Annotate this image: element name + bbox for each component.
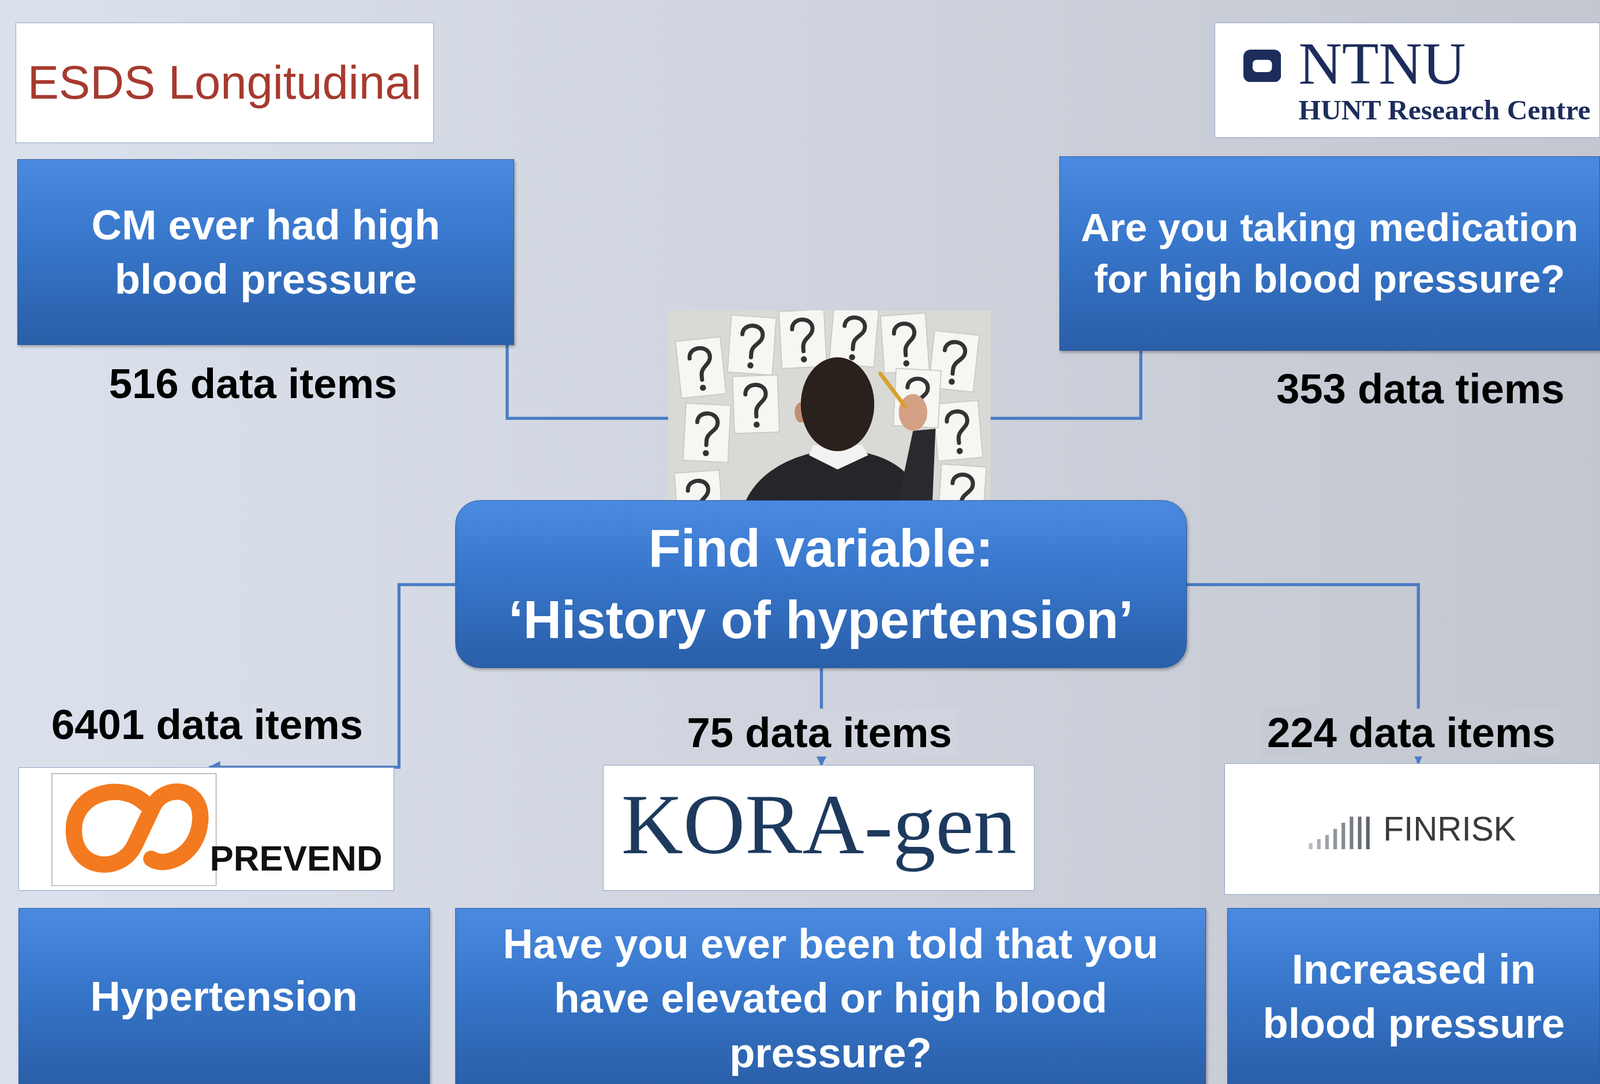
count-label: 353 data tiems xyxy=(1276,364,1565,413)
question-box: CM ever had high blood pressure xyxy=(17,159,515,346)
finrisk-logo-mark xyxy=(1308,843,1313,850)
question-paper xyxy=(683,402,732,463)
question-paper xyxy=(745,384,767,417)
answer-box: Hypertension xyxy=(18,908,430,1084)
question-paper xyxy=(696,412,719,446)
count-label: 6401 data items xyxy=(51,700,363,749)
thinking-man xyxy=(898,394,928,432)
box-text: Have you ever been told that you have el… xyxy=(471,916,1190,1081)
finrisk-logo-mark xyxy=(1306,814,1379,850)
logo-box: ESDS Longitudinal xyxy=(15,22,434,144)
question-paper xyxy=(946,410,970,444)
finrisk-logo-mark xyxy=(1324,835,1329,850)
target-variable-box: Find variable:‘History of hypertension’ xyxy=(455,500,1187,669)
thinking-man xyxy=(880,373,905,407)
logo-text: KORA-gen xyxy=(621,777,1017,872)
question-paper xyxy=(778,310,827,369)
logo-text: FINRISK xyxy=(1383,810,1516,848)
finrisk-logo-mark xyxy=(1349,817,1354,850)
question-paper xyxy=(727,315,777,376)
box-text: ‘History of hypertension’ xyxy=(508,583,1134,656)
question-paper xyxy=(800,356,808,363)
question-paper xyxy=(880,312,930,373)
thinking-man xyxy=(800,357,875,452)
question-paper xyxy=(699,384,707,392)
question-paper xyxy=(688,346,713,381)
question-box: Have you ever been told that you have el… xyxy=(455,908,1207,1084)
ntnu-logo-mark xyxy=(1252,60,1273,73)
count-label: 516 data items xyxy=(109,359,398,408)
question-paper xyxy=(948,377,956,385)
question-paper xyxy=(848,353,856,361)
box-text: Are you taking medication for high blood… xyxy=(1069,201,1590,306)
prevend-logo-mark xyxy=(73,791,201,865)
question-paper xyxy=(956,447,964,455)
logo-text: ESDS Longitudinal xyxy=(27,55,422,110)
finrisk-logo-mark xyxy=(1341,822,1345,850)
finrisk-logo-mark xyxy=(1316,839,1321,850)
logo-box: KORA-gen xyxy=(602,765,1035,891)
question-paper xyxy=(933,400,984,462)
logo-text: HUNT Research Centre xyxy=(1298,94,1591,127)
box-text: Increased in blood pressure xyxy=(1244,942,1584,1052)
box-text: Hypertension xyxy=(90,969,358,1024)
logo-box: FINRISK xyxy=(1224,763,1600,895)
question-paper xyxy=(683,402,732,463)
logo-box: PREVEND xyxy=(18,767,395,891)
question-paper xyxy=(732,374,780,434)
question-paper xyxy=(753,421,760,428)
question-paper xyxy=(675,336,727,399)
question-paper xyxy=(893,322,917,356)
thinking-man-photo xyxy=(668,310,991,527)
box-text: Find variable: xyxy=(648,512,994,584)
question-paper xyxy=(880,312,930,373)
prevend-logo-mark xyxy=(51,773,217,887)
connector-group xyxy=(209,345,1419,768)
question-paper xyxy=(727,315,777,376)
logo-text: NTNU xyxy=(1298,33,1467,94)
question-paper xyxy=(732,374,780,434)
logo-box: NTNUHUNT Research Centre xyxy=(1214,22,1600,138)
question-paper xyxy=(842,316,867,351)
ntnu-logo-mark xyxy=(1243,49,1281,83)
question-paper xyxy=(675,336,727,399)
answer-box: Increased in blood pressure xyxy=(1227,908,1600,1084)
question-paper xyxy=(902,360,910,367)
question-paper xyxy=(933,400,984,462)
prevend-logo-mark xyxy=(51,773,217,887)
count-label: 75 data items xyxy=(680,708,959,757)
question-paper xyxy=(740,324,764,358)
finrisk-logo-mark xyxy=(1333,829,1337,850)
logo-text: PREVEND xyxy=(210,838,383,879)
box-text: CM ever had high blood pressure xyxy=(34,197,498,307)
ntnu-logo-mark xyxy=(1243,49,1281,83)
question-paper xyxy=(747,361,754,369)
finrisk-logo-mark xyxy=(1357,817,1362,850)
question-paper xyxy=(778,310,827,369)
finrisk-logo-mark xyxy=(1365,817,1370,850)
count-label: 224 data items xyxy=(1260,708,1562,757)
question-box: Are you taking medication for high blood… xyxy=(1059,156,1600,352)
question-paper xyxy=(942,341,967,375)
question-paper xyxy=(702,450,710,457)
question-paper xyxy=(791,319,814,352)
